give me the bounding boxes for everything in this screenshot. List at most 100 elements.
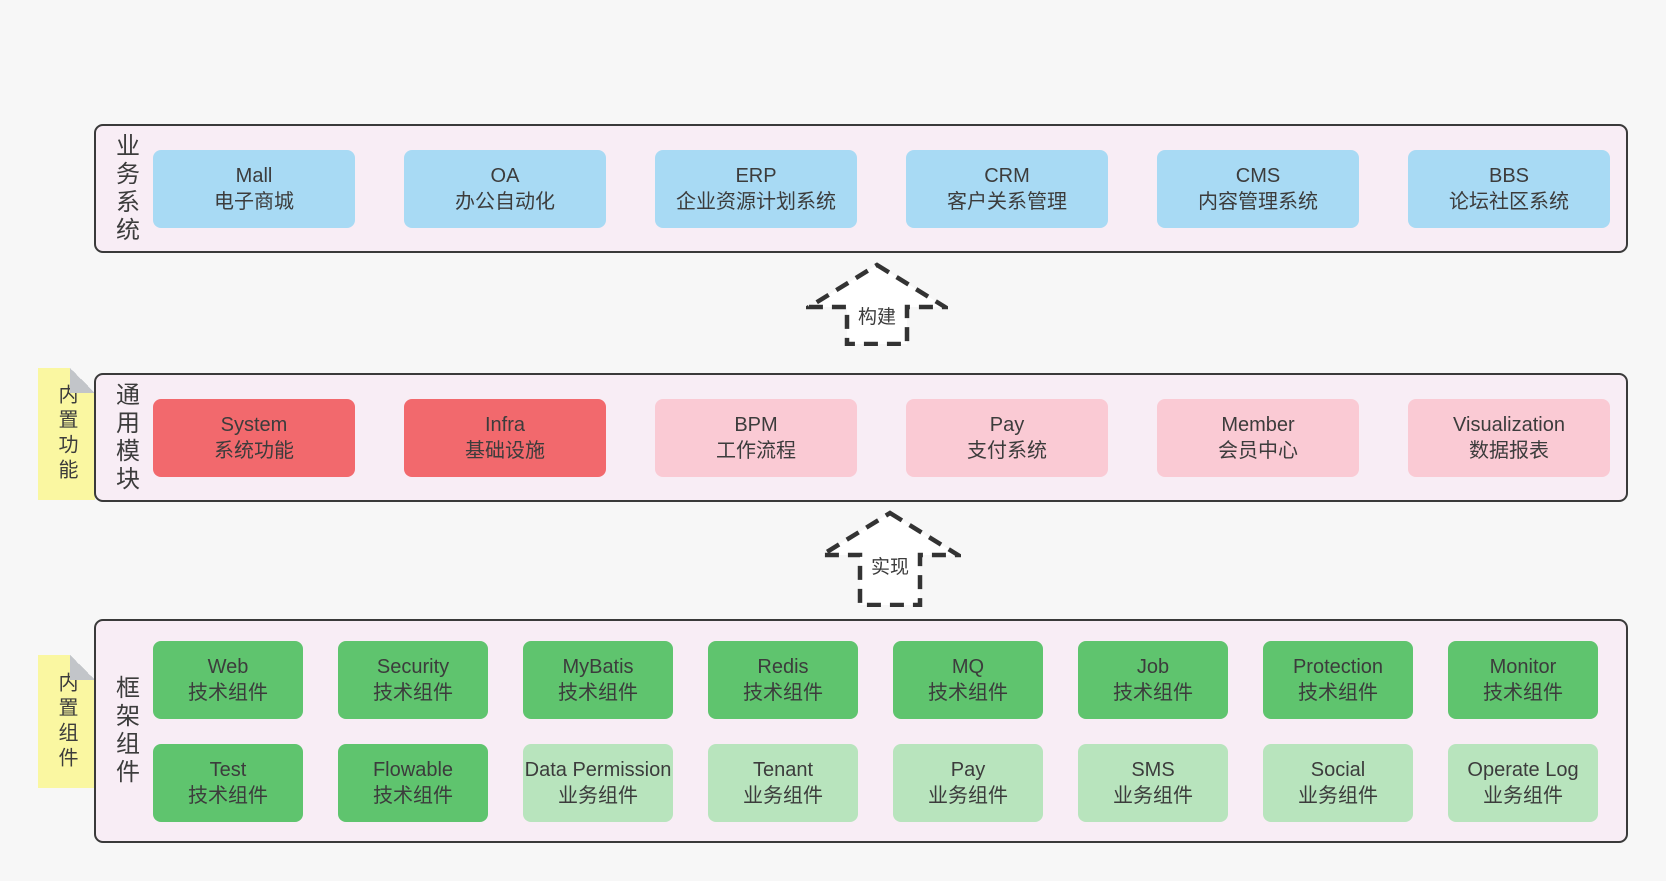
box-title: Data Permission — [524, 758, 672, 781]
box-security: Security 技术组件 — [338, 640, 488, 719]
box-redis: Redis 技术组件 — [708, 640, 858, 719]
box-mybatis: MyBatis 技术组件 — [523, 640, 673, 719]
box-title: Flowable — [372, 758, 454, 781]
box-title: MQ — [951, 655, 985, 678]
box-system: System 系统功能 — [153, 398, 355, 477]
box-test: Test 技术组件 — [153, 743, 303, 822]
box-subtitle: 技术组件 — [743, 681, 823, 704]
box-title: Pay — [950, 758, 986, 781]
box-title: Tenant — [752, 758, 814, 781]
box-subtitle: 电子商城 — [214, 190, 294, 213]
band-framework-components: 框架组件 Web 技术组件 Security 技术组件 MyBatis 技术组件… — [94, 619, 1628, 843]
box-subtitle: 技术组件 — [373, 681, 453, 704]
box-subtitle: 支付系统 — [967, 439, 1047, 462]
box-subtitle: 数据报表 — [1469, 439, 1549, 462]
arrow-implement-label: 实现 — [867, 552, 913, 579]
box-subtitle: 业务组件 — [743, 784, 823, 807]
box-subtitle: 论坛社区系统 — [1449, 190, 1569, 213]
box-job: Job 技术组件 — [1078, 640, 1228, 719]
box-subtitle: 企业资源计划系统 — [676, 190, 836, 213]
box-subtitle: 会员中心 — [1218, 439, 1298, 462]
box-subtitle: 业务组件 — [1113, 784, 1193, 807]
framework-components-rows: Web 技术组件 Security 技术组件 MyBatis 技术组件 Redi… — [153, 640, 1598, 822]
box-title: Monitor — [1489, 655, 1557, 678]
box-subtitle: 业务组件 — [928, 784, 1008, 807]
box-pay: Pay 支付系统 — [906, 398, 1108, 477]
box-title: Pay — [989, 413, 1025, 436]
box-social: Social 业务组件 — [1263, 743, 1413, 822]
box-title: Member — [1221, 413, 1295, 436]
box-visualization: Visualization 数据报表 — [1408, 398, 1610, 477]
box-subtitle: 办公自动化 — [455, 190, 555, 213]
common-modules-row: System 系统功能 Infra 基础设施 BPM 工作流程 Pay 支付系统… — [153, 398, 1610, 477]
box-cms: CMS 内容管理系统 — [1157, 149, 1359, 228]
framework-row-2: Test 技术组件 Flowable 技术组件 Data Permission … — [153, 743, 1598, 822]
box-crm: CRM 客户关系管理 — [906, 149, 1108, 228]
box-monitor: Monitor 技术组件 — [1448, 640, 1598, 719]
box-subtitle: 系统功能 — [214, 439, 294, 462]
sticky-label: 内置功能 — [55, 384, 77, 484]
box-title: Security — [376, 655, 450, 678]
box-title: ERP — [735, 164, 777, 187]
box-data-permission: Data Permission 业务组件 — [523, 743, 673, 822]
box-title: SMS — [1131, 758, 1175, 781]
box-title: Redis — [757, 655, 809, 678]
arrow-implement: 实现 — [819, 510, 961, 607]
box-title: Social — [1310, 758, 1366, 781]
band-label-business-systems: 业务系统 — [111, 132, 139, 245]
box-title: Infra — [484, 413, 526, 436]
box-flowable: Flowable 技术组件 — [338, 743, 488, 822]
band-business-systems: 业务系统 Mall 电子商城 OA 办公自动化 ERP 企业资源计划系统 CRM… — [94, 124, 1628, 253]
box-title: BPM — [734, 413, 778, 436]
box-title: Mall — [235, 164, 273, 187]
box-title: MyBatis — [562, 655, 634, 678]
box-protection: Protection 技术组件 — [1263, 640, 1413, 719]
sticky-note-built-in-components: 内置组件 — [38, 655, 95, 788]
box-title: Job — [1136, 655, 1170, 678]
arrow-build-label: 构建 — [854, 302, 900, 329]
box-subtitle: 技术组件 — [188, 681, 268, 704]
box-sms: SMS 业务组件 — [1078, 743, 1228, 822]
box-subtitle: 技术组件 — [928, 681, 1008, 704]
band-label-framework-components: 框架组件 — [111, 675, 139, 787]
box-title: Operate Log — [1467, 758, 1579, 781]
box-title: CRM — [984, 164, 1030, 187]
box-tenant: Tenant 业务组件 — [708, 743, 858, 822]
box-pay-component: Pay 业务组件 — [893, 743, 1043, 822]
sticky-label: 内置组件 — [55, 671, 77, 772]
box-subtitle: 技术组件 — [1298, 681, 1378, 704]
box-bbs: BBS 论坛社区系统 — [1408, 149, 1610, 228]
box-subtitle: 业务组件 — [1298, 784, 1378, 807]
box-subtitle: 技术组件 — [1483, 681, 1563, 704]
box-title: Protection — [1292, 655, 1384, 678]
band-common-modules: 通用模块 System 系统功能 Infra 基础设施 BPM 工作流程 Pay… — [94, 373, 1628, 502]
box-mq: MQ 技术组件 — [893, 640, 1043, 719]
arrow-build: 构建 — [806, 262, 948, 346]
box-operate-log: Operate Log 业务组件 — [1448, 743, 1598, 822]
box-title: System — [220, 413, 288, 436]
box-subtitle: 工作流程 — [716, 439, 796, 462]
band-label-common-modules: 通用模块 — [111, 381, 139, 494]
box-subtitle: 技术组件 — [558, 681, 638, 704]
box-title: CMS — [1235, 164, 1281, 187]
box-subtitle: 业务组件 — [1483, 784, 1563, 807]
box-title: Web — [207, 655, 249, 678]
business-systems-row: Mall 电子商城 OA 办公自动化 ERP 企业资源计划系统 CRM 客户关系… — [153, 149, 1610, 228]
box-title: Visualization — [1453, 413, 1565, 436]
box-subtitle: 业务组件 — [558, 784, 638, 807]
box-title: BBS — [1488, 164, 1530, 187]
box-erp: ERP 企业资源计划系统 — [655, 149, 857, 228]
box-bpm: BPM 工作流程 — [655, 398, 857, 477]
box-subtitle: 内容管理系统 — [1198, 190, 1318, 213]
box-member: Member 会员中心 — [1157, 398, 1359, 477]
framework-row-1: Web 技术组件 Security 技术组件 MyBatis 技术组件 Redi… — [153, 640, 1598, 719]
box-subtitle: 基础设施 — [465, 439, 545, 462]
box-oa: OA 办公自动化 — [404, 149, 606, 228]
box-subtitle: 客户关系管理 — [947, 190, 1067, 213]
box-mall: Mall 电子商城 — [153, 149, 355, 228]
box-subtitle: 技术组件 — [1113, 681, 1193, 704]
box-infra: Infra 基础设施 — [404, 398, 606, 477]
box-subtitle: 技术组件 — [373, 784, 453, 807]
sticky-note-built-in-features: 内置功能 — [38, 368, 95, 500]
